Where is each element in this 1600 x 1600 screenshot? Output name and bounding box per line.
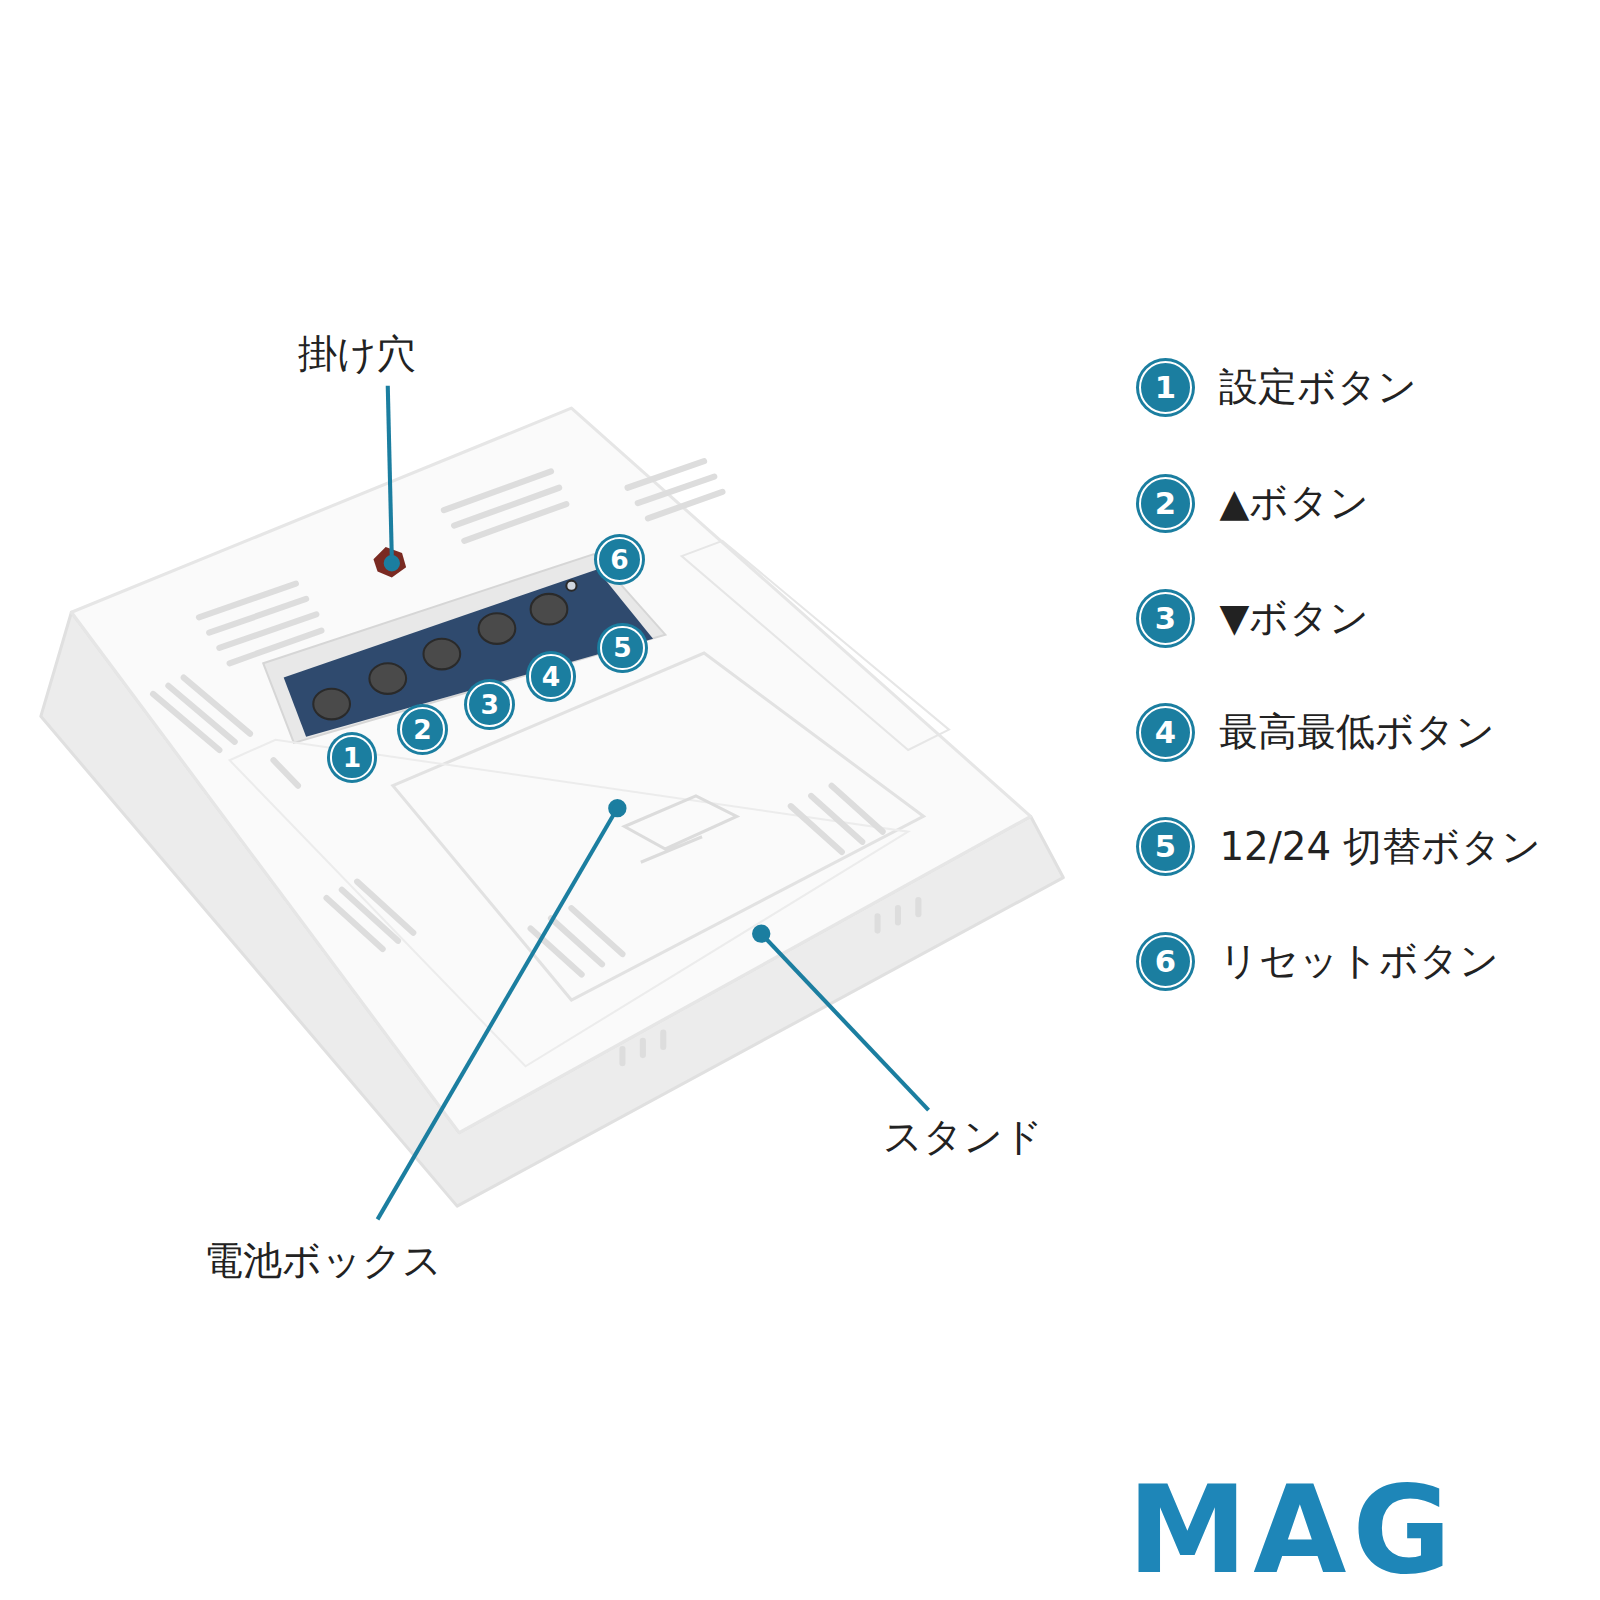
callout-number: 3 — [1139, 592, 1192, 645]
callout-number: 6 — [1139, 935, 1192, 988]
button-name: リセットボタン — [1219, 939, 1499, 984]
stand-latch — [624, 796, 736, 862]
part-label: スタンド — [883, 1115, 1043, 1160]
callout-number: 3 — [467, 682, 512, 727]
button-name: ▲ボタン — [1219, 481, 1369, 526]
callout-number: 5 — [600, 626, 645, 671]
callout-number: 1 — [1139, 361, 1192, 414]
vent-slots — [153, 461, 918, 1063]
button-name: 設定ボタン — [1219, 365, 1417, 410]
brand-logo: MAG — [1128, 1470, 1458, 1590]
side-rail — [682, 541, 949, 750]
part-label: 掛け穴 — [298, 332, 416, 377]
callout-number: 1 — [330, 735, 375, 780]
device-back — [71, 408, 1030, 1132]
button-name: 最高最低ボタン — [1219, 710, 1495, 755]
callout-number: 2 — [1139, 477, 1192, 530]
callout-number: 4 — [1139, 706, 1192, 759]
callout-number: 4 — [529, 654, 574, 699]
stand-outline — [230, 740, 909, 1067]
button-panel — [284, 569, 653, 736]
callout-number: 6 — [597, 537, 642, 582]
button-recess — [263, 554, 665, 743]
leader-lines — [378, 386, 929, 1220]
button-name: ▼ボタン — [1219, 596, 1369, 641]
button-name: 12/24 切替ボタン — [1219, 825, 1541, 870]
battery-box — [393, 653, 924, 1000]
buttons — [313, 581, 576, 720]
callout-number: 2 — [400, 707, 445, 752]
callout-number: 5 — [1139, 820, 1192, 873]
part-label: 電池ボックス — [204, 1239, 442, 1284]
